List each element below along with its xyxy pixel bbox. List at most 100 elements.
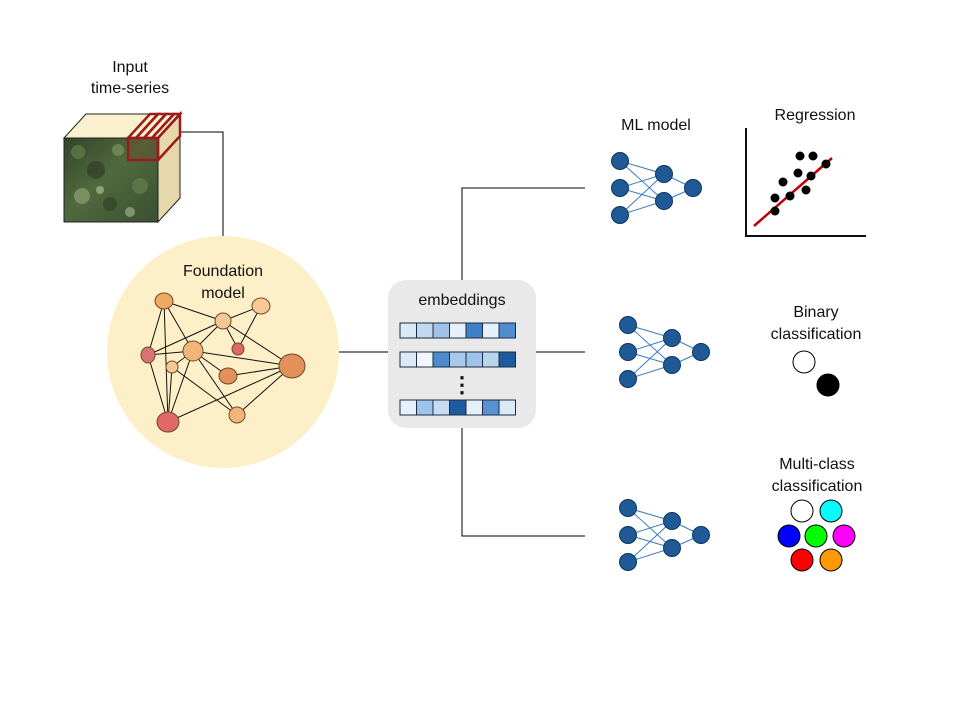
- graph-node: [278, 353, 306, 379]
- network-node: [619, 370, 637, 388]
- network-node: [611, 179, 629, 197]
- embedding-vector: [399, 351, 516, 368]
- network-node: [611, 206, 629, 224]
- regression-point: [801, 185, 811, 195]
- embedding-cell: [482, 322, 500, 339]
- embeddings-panel: embeddings ⋮: [388, 280, 536, 428]
- embedding-cell: [465, 351, 483, 368]
- regression-point: [770, 193, 780, 203]
- network-node: [619, 499, 637, 517]
- input-label-line2: time-series: [91, 80, 169, 97]
- ml-model-network-binary: [619, 316, 710, 388]
- network-node: [655, 192, 673, 210]
- binary-classification-output: Binary classification: [771, 304, 862, 397]
- class-dot: [819, 499, 843, 523]
- regression-label: Regression: [775, 107, 856, 124]
- regression-point: [821, 159, 831, 169]
- network-node: [684, 179, 702, 197]
- regression-point: [785, 191, 795, 201]
- input-label-line1: Input: [112, 59, 148, 76]
- embedding-cell: [465, 399, 483, 416]
- binary-class-white: [792, 350, 816, 374]
- regression-axes: [745, 128, 866, 237]
- embedding-cell: [449, 351, 467, 368]
- input-time-series: Input time-series: [62, 59, 183, 224]
- multiclass-label-line1: Multi-class: [779, 456, 855, 473]
- embedding-vector: [399, 322, 516, 339]
- network-node: [611, 152, 629, 170]
- graph-node: [140, 346, 156, 364]
- class-dot: [790, 499, 814, 523]
- class-dot: [832, 524, 856, 548]
- embeddings-to-regression-connector: [461, 187, 585, 282]
- graph-node: [182, 340, 204, 362]
- class-dot: [790, 548, 814, 572]
- regression-output: Regression: [745, 107, 866, 237]
- embedding-cell: [449, 322, 467, 339]
- ml-model-label: ML model: [621, 117, 691, 134]
- binary-class-black: [816, 373, 840, 397]
- input-to-foundation-connector: [180, 131, 224, 240]
- class-dot: [804, 524, 828, 548]
- network-node: [692, 343, 710, 361]
- embeddings-label: embeddings: [418, 292, 505, 309]
- embedding-cell: [498, 351, 516, 368]
- embedding-cell: [416, 351, 434, 368]
- foundation-label-line1: Foundation: [183, 263, 263, 280]
- class-dot: [777, 524, 801, 548]
- regression-point: [778, 177, 788, 187]
- regression-point: [795, 151, 805, 161]
- embedding-cell: [498, 399, 516, 416]
- embedding-cell: [399, 399, 417, 416]
- multiclass-dots: [777, 499, 856, 572]
- network-node: [619, 343, 637, 361]
- network-node: [619, 526, 637, 544]
- graph-node: [218, 367, 238, 385]
- binary-label-line2: classification: [771, 326, 862, 343]
- foundation-graph-nodes: [140, 292, 306, 433]
- multiclass-classification-output: Multi-class classification: [772, 456, 863, 572]
- graph-node: [214, 312, 232, 330]
- network-node: [655, 165, 673, 183]
- embedding-vectors: [399, 322, 516, 416]
- network-node: [692, 526, 710, 544]
- embedding-cell: [432, 399, 450, 416]
- embeddings-ellipsis: ⋮: [451, 372, 473, 397]
- network-node: [619, 316, 637, 334]
- embedding-cell: [498, 322, 516, 339]
- network-node: [663, 356, 681, 374]
- regression-points: [770, 151, 831, 216]
- binary-label-line1: Binary: [793, 304, 838, 321]
- ml-model-network-regression: [611, 152, 702, 224]
- foundation-label-line2: model: [201, 285, 245, 302]
- regression-point: [808, 151, 818, 161]
- network-node: [663, 512, 681, 530]
- regression-point: [806, 171, 816, 181]
- graph-node: [156, 411, 180, 433]
- class-dot: [819, 548, 843, 572]
- embedding-cell: [449, 399, 467, 416]
- connector-lines: [180, 131, 585, 537]
- embedding-vector: [399, 399, 516, 416]
- graph-node: [154, 292, 174, 310]
- embedding-cell: [465, 322, 483, 339]
- embedding-cell: [416, 322, 434, 339]
- embedding-cell: [482, 351, 500, 368]
- graph-node: [228, 406, 246, 424]
- embeddings-to-multiclass-connector: [461, 428, 585, 537]
- regression-point: [770, 206, 780, 216]
- foundation-model: Foundation model: [107, 236, 339, 468]
- embedding-cell: [432, 351, 450, 368]
- ml-model-network-multiclass: [619, 499, 710, 571]
- network-node: [663, 329, 681, 347]
- embedding-cell: [399, 322, 417, 339]
- network-node: [663, 539, 681, 557]
- network-node: [619, 553, 637, 571]
- embedding-cell: [432, 322, 450, 339]
- embedding-cell: [399, 351, 417, 368]
- multiclass-label-line2: classification: [772, 478, 863, 495]
- graph-node: [251, 297, 271, 315]
- embedding-cell: [416, 399, 434, 416]
- satellite-texture: [71, 144, 148, 217]
